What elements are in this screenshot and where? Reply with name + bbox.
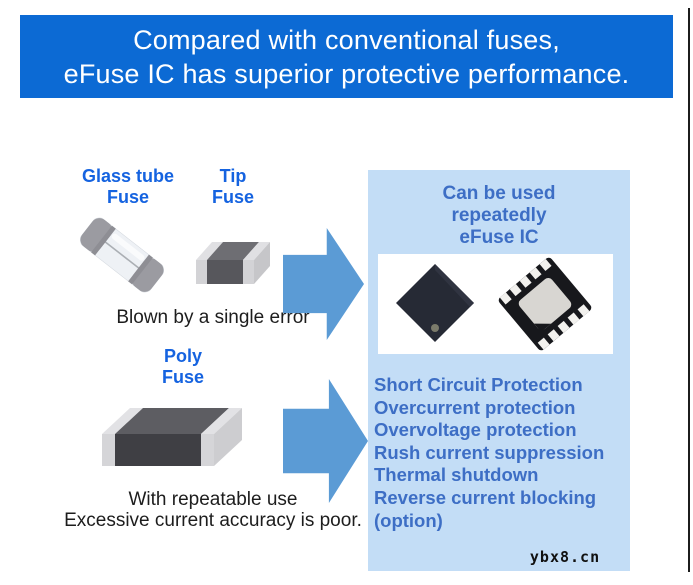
feature-short-circuit-protection: Short Circuit Protection [374, 374, 583, 395]
poly-fuse-caption-line1: With repeatable use [128, 489, 298, 510]
efuse-feature-list: Short Circuit Protection Overcurrent pro… [374, 374, 626, 532]
feature-overcurrent-protection: Overcurrent protection [374, 396, 576, 418]
blown-by-single-error-caption: Blown by a single error [116, 307, 310, 328]
poly-fuse-icon [98, 400, 246, 470]
title-line-1: Compared with conventional fuses, [133, 24, 560, 55]
tip-fuse-label-line1: Tip [219, 166, 247, 186]
tip-fuse-label-line2: Fuse [211, 187, 254, 207]
glass-tube-fuse-label: Glass tube Fuse [58, 166, 198, 208]
feature-overvoltage-protection: Overvoltage protection [374, 419, 577, 441]
feature-reverse-current-blocking: Reverse current blocking [374, 486, 597, 508]
glass-tube-fuse-icon [77, 215, 167, 296]
poly-fuse-caption: With repeatable use Excessive current ac… [40, 489, 386, 531]
efuse-title-line3: eFuse IC [459, 227, 539, 248]
title-line-2: eFuse IC has superior protective perform… [63, 58, 630, 89]
efuse-ic-bottom-view-icon [498, 257, 592, 351]
efuse-ic-top-view-icon [396, 264, 474, 342]
tip-fuse-icon [190, 230, 275, 288]
feature-thermal-shutdown: Thermal shutdown [374, 464, 539, 486]
efuse-panel: Can be used repeatedly eFuse IC [368, 170, 630, 571]
efuse-ic-photo-box [378, 254, 613, 354]
poly-fuse-label: Poly Fuse [113, 346, 253, 388]
glass-tube-fuse-label-line1: Glass tube [81, 166, 175, 186]
feature-reverse-current-blocking-option: (option) [374, 509, 443, 531]
efuse-title-line2: repeatedly [451, 205, 547, 226]
arrow-right-icon [283, 379, 368, 503]
tip-fuse-label: Tip Fuse [193, 166, 273, 208]
poly-fuse-label-line2: Fuse [161, 367, 204, 387]
efuse-title-line1: Can be used [442, 183, 556, 204]
glass-tube-fuse-label-line2: Fuse [106, 187, 149, 207]
watermark-text: ybx8.cn [529, 548, 601, 566]
poly-fuse-label-line1: Poly [163, 346, 202, 366]
title-banner: Compared with conventional fuses, eFuse … [20, 15, 673, 98]
poly-fuse-caption-line2: Excessive current accuracy is poor. [64, 510, 362, 531]
efuse-panel-title: Can be used repeatedly eFuse IC [368, 183, 630, 249]
right-border-line [688, 8, 690, 572]
feature-rush-current-suppression: Rush current suppression [374, 441, 605, 463]
